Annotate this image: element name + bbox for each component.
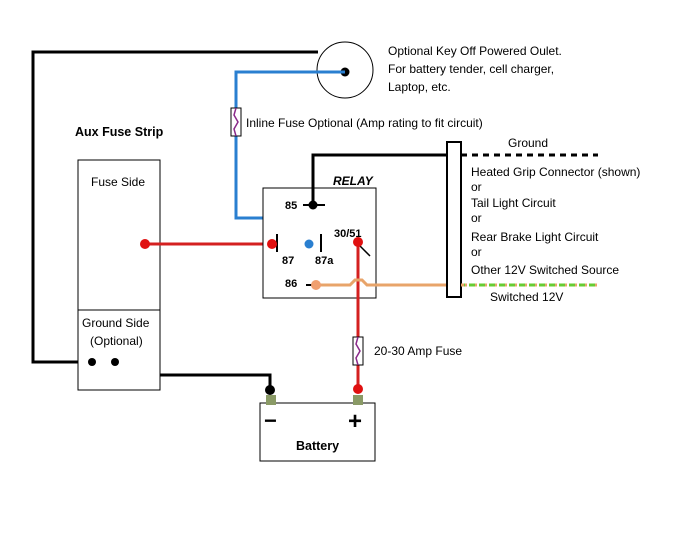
relay-pin-30-label: 30/51 (334, 228, 362, 240)
inline-fuse-label: Inline Fuse Optional (Amp rating to fit … (246, 116, 483, 130)
ground-side-dot-right (111, 358, 119, 366)
connector-label-line1: Heated Grip Connector (shown) (471, 165, 640, 179)
ground-label: Ground (508, 136, 548, 150)
outlet-label-line1: Optional Key Off Powered Oulet. (388, 44, 562, 58)
connector-label-line6: or (471, 245, 482, 259)
relay-87-dot (267, 239, 277, 249)
aux-fuse-strip-fuse-side (77, 159, 161, 311)
battery-positive-symbol: + (348, 408, 362, 435)
aux-fuse-strip-ground-side (77, 309, 161, 391)
main-fuse-label: 20-30 Amp Fuse (374, 344, 462, 358)
battery-negative-symbol: − (264, 408, 277, 433)
relay-85-dot (308, 200, 318, 210)
connector-label-line2: or (471, 180, 482, 194)
relay-pin-87-label: 87 (282, 255, 294, 267)
ground-side-dot-left (88, 358, 96, 366)
relay-30-dot (353, 237, 363, 247)
battery-positive-post (353, 395, 363, 405)
relay-pin-87a-label: 87a (315, 255, 334, 267)
ground-side-label-line2: (Optional) (90, 334, 143, 348)
main-fuse-symbol (352, 336, 364, 366)
outlet-label-line2: For battery tender, cell charger, (388, 62, 554, 76)
ground-side-label-line1: Ground Side (82, 316, 150, 330)
connector-label-line4: or (471, 211, 482, 225)
heated-grip-connector (446, 141, 462, 298)
inline-fuse-symbol (230, 107, 242, 137)
relay-87a-dot (304, 239, 314, 249)
battery-negative-post (266, 395, 276, 405)
relay-86-dot (311, 280, 321, 290)
battery-label: Battery (296, 439, 339, 453)
fuse-side-terminal-dot (140, 239, 150, 249)
switched-12v-label: Switched 12V (490, 290, 563, 304)
relay-pin-86-label: 86 (285, 278, 297, 290)
relay-title: RELAY (333, 174, 374, 188)
battery-positive-dot (353, 384, 363, 394)
connector-label-line7: Other 12V Switched Source (471, 263, 619, 277)
connector-label-line3: Tail Light Circuit (471, 196, 556, 210)
ground-wire-outer (31, 50, 318, 364)
relay-85-ground-wire (311, 153, 452, 205)
outlet-label-line3: Laptop, etc. (388, 80, 451, 94)
relay-pin-85-label: 85 (285, 200, 297, 212)
battery-box (259, 402, 376, 462)
aux-fuse-strip-title: Aux Fuse Strip (75, 125, 164, 139)
connector-label-line5: Rear Brake Light Circuit (471, 230, 599, 244)
orange-wire-86 (316, 278, 452, 287)
fuse-side-label: Fuse Side (91, 175, 145, 189)
battery-negative-dot (265, 385, 275, 395)
